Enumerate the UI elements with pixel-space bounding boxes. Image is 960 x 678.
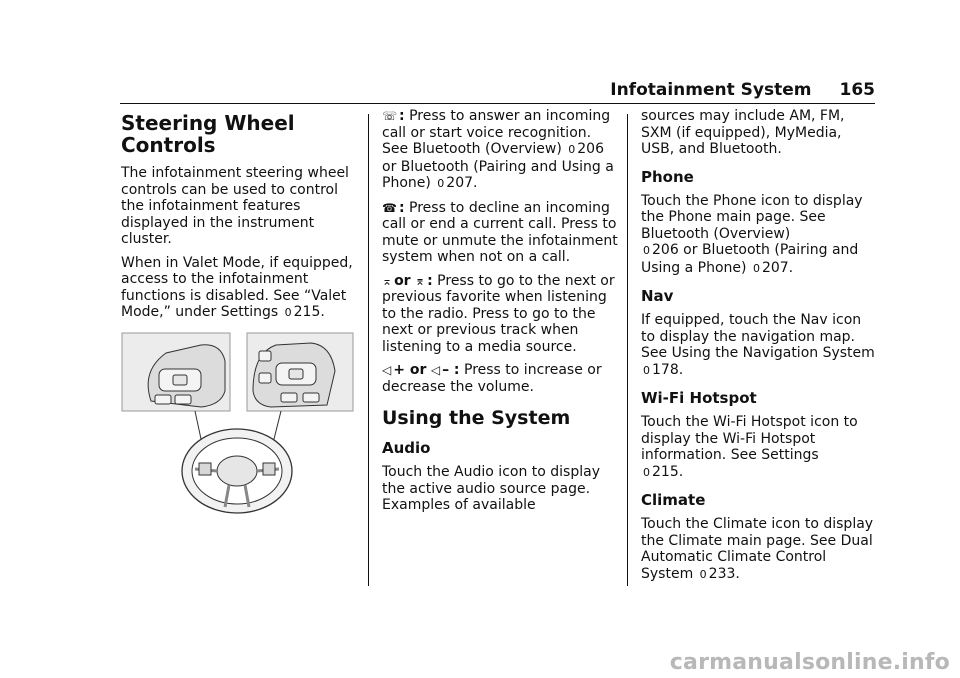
column-right: sources may include AM, FM, SXM (if equi… [641, 108, 877, 590]
intro-paragraph: The infotainment steering wheel controls… [121, 165, 349, 247]
column-divider-2 [627, 114, 628, 586]
wifi-paragraph: Touch the Wi-Fi Hotspot icon to display … [641, 414, 858, 480]
page-ref-arrow-icon: 0 [752, 261, 760, 275]
answer-call-item: ☏: Press to answer an incoming call or s… [382, 108, 614, 191]
settings-ref[interactable]: 215. [652, 463, 684, 480]
section-title: Infotainment System [610, 80, 812, 100]
nav-paragraph: If equipped, touch the Nav icon to displ… [641, 312, 875, 378]
bluetooth-overview-ref[interactable]: 206 or [382, 141, 604, 175]
using-the-system-heading: Using the System [382, 407, 571, 429]
favorite-item: ⌅or ⌆: Press to go to the next or previo… [382, 272, 615, 355]
wifi-hotspot-heading: Wi-Fi Hotspot [641, 389, 757, 407]
valet-paragraph: When in Valet Mode, if equipped, access … [121, 254, 353, 321]
page-ref-arrow-icon: 0 [284, 306, 292, 319]
nav-heading: Nav [641, 287, 674, 305]
phone-bluetooth-pairing-ref[interactable]: 207. [761, 259, 794, 276]
column-left: Steering Wheel Controls The infotainment… [121, 108, 356, 329]
phone-bluetooth-overview-ref[interactable]: 206 or [652, 242, 698, 258]
climate-heading: Climate [641, 491, 706, 509]
column-divider-1 [368, 114, 369, 586]
bluetooth-pairing-ref[interactable]: 207. [446, 175, 478, 191]
previous-favorite-icon: ⌆ [415, 273, 426, 288]
volume-item: ◁+ or ◁– : Press to increase or decrease… [382, 362, 602, 395]
phone-paragraph: Touch the Phone icon to display the Phon… [641, 192, 863, 276]
decline-call-item: ☎: Press to decline an incoming call or … [382, 199, 618, 266]
valet-page-ref[interactable]: 215. [293, 304, 325, 320]
audio-paragraph-continued: sources may include AM, FM, SXM (if equi… [641, 108, 845, 157]
climate-paragraph: Touch the Climate icon to display the Cl… [641, 516, 874, 582]
decline-call-icon: ☎ [382, 200, 397, 215]
page-ref-arrow-icon: 0 [643, 465, 650, 479]
audio-heading: Audio [382, 439, 431, 457]
page-ref-arrow-icon: 0 [643, 363, 650, 377]
page-ref-arrow-icon: 0 [643, 244, 650, 257]
phone-heading: Phone [641, 167, 694, 186]
watermark: carmanualsonline.info [669, 650, 950, 675]
answer-call-icon: ☏ [382, 109, 398, 123]
page-ref-arrow-icon: 0 [699, 567, 707, 581]
audio-paragraph: Touch the Audio icon to display the acti… [382, 464, 600, 513]
column-middle: ☏: Press to answer an incoming call or s… [382, 108, 618, 521]
volume-down-icon: ◁ [430, 363, 441, 377]
page-ref-arrow-icon: 0 [568, 143, 576, 156]
page-number: 165 [839, 80, 876, 100]
navigation-system-ref[interactable]: 178. [652, 361, 684, 378]
steering-wheel-controls-heading: Steering Wheel Controls [121, 111, 295, 157]
header-rule [120, 103, 875, 104]
page-ref-arrow-icon: 0 [437, 177, 445, 190]
steering-wheel-controls-figure [121, 332, 354, 514]
page-header: Infotainment System 165 [0, 80, 875, 100]
climate-control-ref[interactable]: 233. [708, 565, 740, 582]
next-favorite-icon: ⌅ [382, 273, 393, 288]
volume-up-icon: ◁ [382, 363, 392, 377]
